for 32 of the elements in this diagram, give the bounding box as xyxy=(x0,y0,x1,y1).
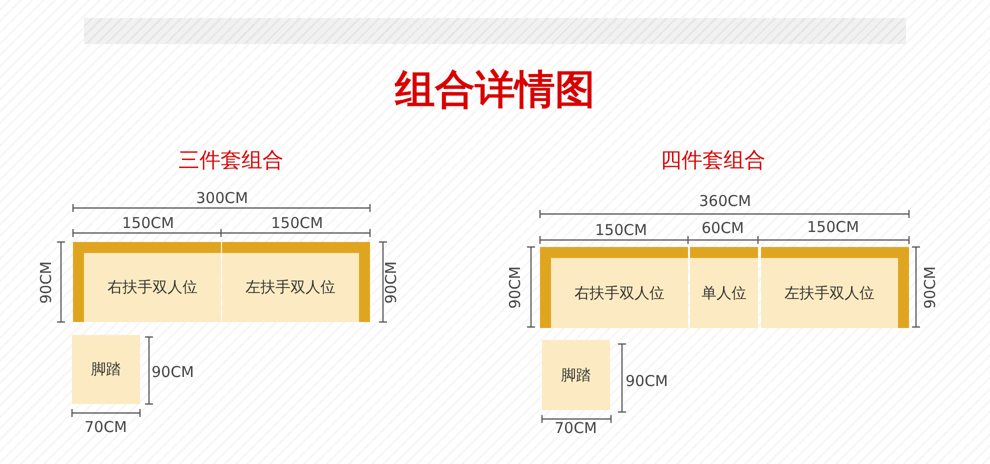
dimension-label: 150CM xyxy=(807,220,860,234)
dimension-label: 150CM xyxy=(271,216,324,230)
section-heading: 三件套组合 xyxy=(178,150,284,170)
piece-label: 脚踏 xyxy=(91,360,121,379)
sofa-seat xyxy=(540,247,688,328)
dimension-label: 90CM xyxy=(152,364,194,380)
dimension-label: 90CM xyxy=(626,374,668,388)
dimension-label: 150CM xyxy=(595,222,648,238)
sofa-seat xyxy=(222,242,370,322)
piece-label: 左扶手双人位 xyxy=(784,284,874,302)
dimension-label: 70CM xyxy=(84,420,128,434)
dimension-label: 360CM xyxy=(699,194,752,208)
dimension-label: 90CM xyxy=(383,260,398,304)
dimension-label: 150CM xyxy=(122,216,174,230)
title: 组合详情图 xyxy=(395,70,595,110)
piece-label: 脚踏 xyxy=(561,366,591,384)
dimension-label: 300CM xyxy=(196,190,248,206)
sofa-seat xyxy=(690,247,758,328)
dimension-label: 60CM xyxy=(702,220,744,236)
sofa-seat xyxy=(761,247,909,328)
sofa-seat xyxy=(73,242,221,322)
dimension-label: 70CM xyxy=(554,420,598,436)
piece-label: 单人位 xyxy=(702,284,746,302)
dimension-label: 90CM xyxy=(38,260,54,304)
dimension-label: 90CM xyxy=(507,266,522,308)
section-heading: 四件套组合 xyxy=(660,150,766,170)
footstool xyxy=(542,340,610,410)
piece-label: 右扶手双人位 xyxy=(108,278,198,297)
piece-label: 左扶手双人位 xyxy=(246,278,336,297)
footstool xyxy=(72,335,140,404)
dimension-label: 90CM xyxy=(922,266,938,308)
piece-label: 右扶手双人位 xyxy=(574,284,664,302)
